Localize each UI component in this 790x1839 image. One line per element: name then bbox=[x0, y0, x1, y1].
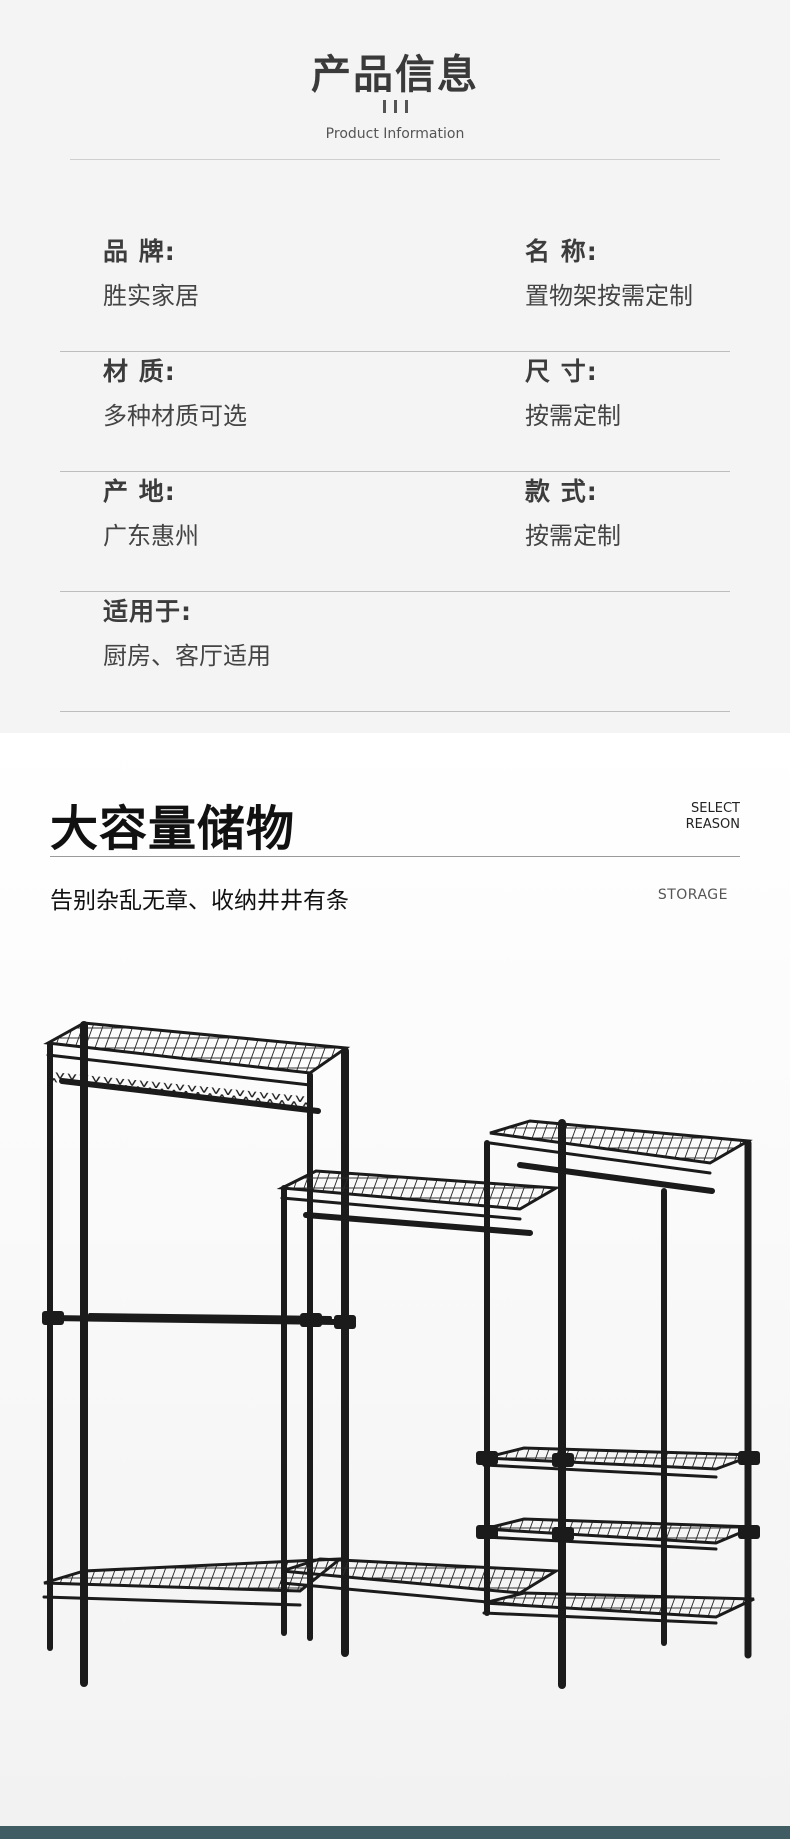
spec-name: 名 称: 置物架按需定制 bbox=[525, 232, 693, 311]
spec-style: 款 式: 按需定制 bbox=[525, 472, 621, 551]
shelf-rack-image bbox=[0, 993, 790, 1793]
spec-label: 材 质: bbox=[103, 357, 176, 386]
product-info-title: 产品信息 bbox=[311, 52, 479, 98]
spec-origin: 产 地: 广东惠州 bbox=[103, 472, 199, 551]
spec-label: 尺 寸: bbox=[525, 357, 598, 386]
shelf-rack-illustration bbox=[42, 1021, 760, 1689]
spec-value: 厨房、客厅适用 bbox=[103, 642, 271, 670]
select-reason-line2: REASON bbox=[685, 817, 740, 832]
spec-row-1: 品 牌: 胜实家居 名 称: 置物架按需定制 bbox=[60, 232, 730, 352]
spec-label: 款 式: bbox=[525, 477, 598, 506]
spec-row-4: 适用于: 厨房、客厅适用 bbox=[60, 592, 730, 712]
spec-row-divider bbox=[60, 351, 730, 352]
spec-value: 广东惠州 bbox=[103, 522, 199, 550]
spec-usage: 适用于: 厨房、客厅适用 bbox=[103, 592, 271, 671]
spec-label: 产 地: bbox=[103, 477, 176, 506]
spec-size: 尺 寸: 按需定制 bbox=[525, 352, 621, 431]
footer-color-bar bbox=[0, 1826, 790, 1839]
spec-brand: 品 牌: 胜实家居 bbox=[103, 232, 199, 311]
spec-label: 适用于: bbox=[103, 597, 192, 626]
product-info-section: 产品信息 Product Information 品 牌: 胜实家居 名 称: … bbox=[0, 0, 790, 733]
spec-label: 品 牌: bbox=[103, 237, 176, 266]
spec-value: 胜实家居 bbox=[103, 282, 199, 310]
select-reason-line1: SELECT bbox=[691, 801, 740, 816]
storage-title: 大容量储物 bbox=[50, 801, 296, 857]
spec-label: 名 称: bbox=[525, 237, 598, 266]
spec-value: 按需定制 bbox=[525, 522, 621, 550]
spec-value: 按需定制 bbox=[525, 402, 621, 430]
spec-row-2: 材 质: 多种材质可选 尺 寸: 按需定制 bbox=[60, 352, 730, 472]
spec-row-divider bbox=[60, 471, 730, 472]
storage-tag: STORAGE bbox=[657, 887, 728, 903]
storage-divider bbox=[50, 856, 740, 857]
spec-row-divider bbox=[60, 591, 730, 592]
product-info-subtitle: Product Information bbox=[325, 126, 465, 142]
spec-value: 置物架按需定制 bbox=[525, 282, 693, 310]
spec-value: 多种材质可选 bbox=[103, 402, 247, 430]
storage-section: 大容量储物 SELECT REASON 告别杂乱无章、收纳井井有条 STORAG… bbox=[0, 733, 790, 1826]
spec-row-3: 产 地: 广东惠州 款 式: 按需定制 bbox=[60, 472, 730, 592]
spec-material: 材 质: 多种材质可选 bbox=[103, 352, 247, 431]
spec-row-divider bbox=[60, 711, 730, 712]
title-divider-marks bbox=[0, 100, 790, 113]
storage-description: 告别杂乱无章、收纳井井有条 bbox=[50, 888, 349, 914]
subtitle-divider bbox=[70, 159, 720, 160]
select-reason-label: SELECT REASON bbox=[686, 801, 740, 833]
